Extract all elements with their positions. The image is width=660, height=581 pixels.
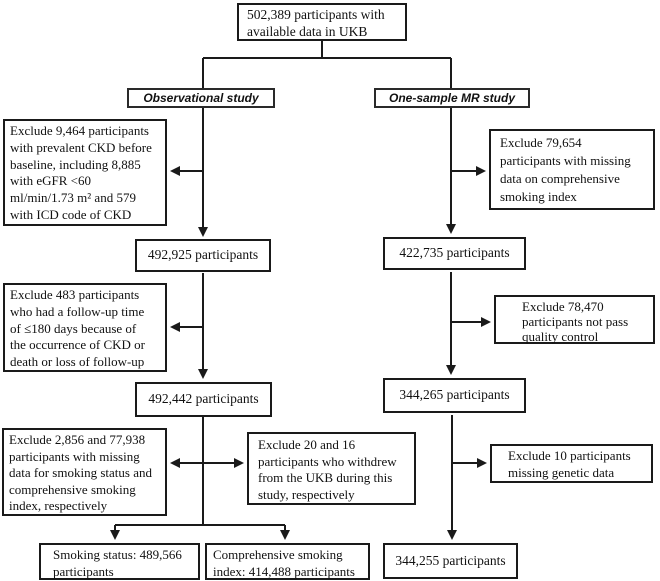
final-smoking-index-box: Comprehensive smoking index: 414,488 par… <box>205 543 370 580</box>
observational-study-label: Observational study <box>127 88 275 108</box>
count-492925-box: 492,925 participants <box>135 239 271 272</box>
exclude-quality-control-box: Exclude 78,470 participants not pass qua… <box>494 295 655 344</box>
exclude-prevalent-ckd-box: Exclude 9,464 participants with prevalen… <box>3 119 167 226</box>
exclude-genetic-data-box: Exclude 10 participants missing genetic … <box>490 444 653 483</box>
count-344265-box: 344,265 participants <box>383 378 526 413</box>
one-sample-mr-study-label: One-sample MR study <box>374 88 530 108</box>
exclude-short-followup-box: Exclude 483 participants who had a follo… <box>3 283 167 372</box>
final-smoking-status-box: Smoking status: 489,566 participants <box>39 543 200 580</box>
exclude-missing-smoking-box: Exclude 2,856 and 77,938 participants wi… <box>2 428 167 516</box>
exclude-withdrawn-box: Exclude 20 and 16 participants who withd… <box>247 432 416 505</box>
total-participants-box: 502,389 participants with available data… <box>237 3 407 41</box>
count-492442-box: 492,442 participants <box>135 382 272 417</box>
count-344255-box: 344,255 participants <box>383 543 518 579</box>
exclude-missing-csi-box: Exclude 79,654 participants with missing… <box>489 129 655 210</box>
count-422735-box: 422,735 participants <box>383 237 526 270</box>
